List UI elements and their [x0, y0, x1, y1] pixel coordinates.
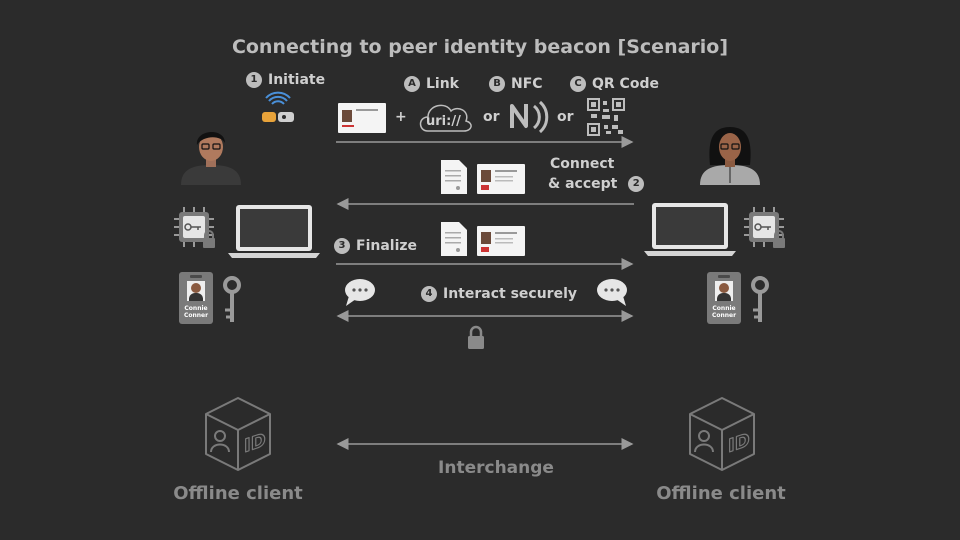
badge-clip [718, 275, 730, 278]
option-nfc-label: B NFC [489, 76, 543, 92]
step-4-text: Interact securely [443, 286, 577, 302]
option-qr-text: QR Code [592, 76, 659, 92]
or-text-1: or [483, 109, 500, 125]
left-id-badge: Connie Conner [179, 272, 213, 324]
svg-text:ID: ID [244, 430, 266, 457]
right-secure-chip-icon [744, 207, 785, 248]
right-key-icon [751, 276, 769, 322]
or-text-2: or [557, 109, 574, 125]
interchange-label: Interchange [438, 458, 554, 478]
id-card-icon [477, 164, 525, 194]
step-2-line1: Connect [550, 156, 615, 172]
left-badge-name-2: Conner [183, 312, 209, 319]
left-chat-bubble-icon [345, 279, 375, 306]
plus-sign: + [395, 109, 407, 125]
cloud-uri-icon [419, 104, 472, 132]
finalize-document-icon [441, 222, 467, 256]
qr-code-icon [587, 98, 625, 136]
step-3-label: 3 Finalize [334, 238, 417, 254]
right-chat-bubble-icon [597, 279, 627, 306]
right-badge-name-1: Connie [712, 305, 736, 312]
step-2-line2-wrap: & accept 2 [548, 176, 645, 192]
right-laptop-icon [644, 203, 736, 256]
lock-icon [468, 325, 484, 349]
step-2-number: 2 [628, 176, 645, 192]
step-3-text: Finalize [356, 238, 418, 254]
right-offline-client-label: Offline client [656, 483, 786, 504]
step-2-line2: & accept [548, 176, 618, 192]
right-id-badge: Connie Conner [707, 272, 741, 324]
right-badge-name-2: Conner [711, 312, 737, 319]
step-1-number: 1 [246, 72, 262, 88]
badge-photo [715, 281, 733, 301]
left-laptop-icon [228, 205, 320, 258]
left-offline-client-icon: ID [205, 397, 271, 471]
option-c-letter: C [570, 76, 586, 92]
option-link-label: A Link [404, 76, 459, 92]
step-1-label: 1 Initiate [246, 72, 325, 88]
left-offline-client-label: Offline client [173, 483, 303, 504]
right-offline-client-icon: ID [689, 397, 755, 471]
step-1-text: Initiate [268, 72, 326, 88]
option-b-letter: B [489, 76, 505, 92]
svg-text:ID: ID [728, 430, 750, 457]
business-card-icon [338, 103, 386, 133]
step-4-label: 4 Interact securely [421, 286, 577, 302]
left-key-icon [223, 276, 241, 322]
option-link-text: Link [426, 76, 459, 92]
left-secure-chip-icon [174, 207, 215, 248]
diagram-title: Connecting to peer identity beacon [Scen… [231, 36, 729, 58]
uri-text: uri:// [426, 114, 461, 129]
step-4-number: 4 [421, 286, 437, 302]
option-a-letter: A [404, 76, 420, 92]
left-badge-name-1: Connie [184, 305, 208, 312]
step-3-number: 3 [334, 238, 350, 254]
badge-photo [187, 281, 205, 301]
badge-clip [190, 275, 202, 278]
left-person-avatar [181, 131, 241, 185]
finalize-id-card-icon [477, 226, 525, 256]
right-person-avatar [700, 127, 760, 185]
option-nfc-text: NFC [511, 76, 543, 92]
nfc-symbol-icon [510, 100, 549, 134]
document-icon [441, 160, 467, 194]
nfc-handshake-icon [262, 91, 294, 122]
option-qr-label: C QR Code [570, 76, 659, 92]
